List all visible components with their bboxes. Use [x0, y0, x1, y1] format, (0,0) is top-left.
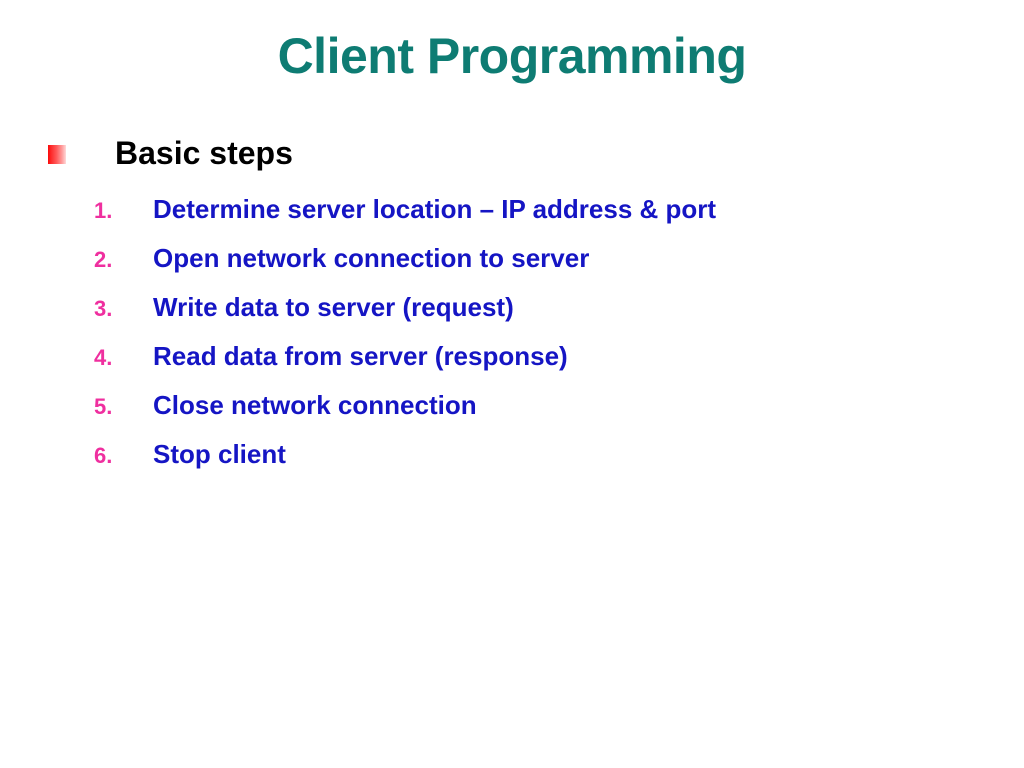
list-item-label: Close network connection [153, 390, 477, 420]
list-item-label: Stop client [153, 439, 286, 469]
list-item: 2. Open network connection to server [94, 245, 974, 294]
red-gradient-square-bullet-icon [48, 145, 66, 165]
list-item-number: 5. [94, 394, 113, 419]
list-item-number: 3. [94, 296, 113, 321]
list-item-number: 4. [94, 345, 113, 370]
basic-steps-label: Basic steps [115, 135, 293, 171]
list-item-number: 2. [94, 247, 113, 272]
list-item-label: Open network connection to server [153, 243, 590, 273]
list-item: 3. Write data to server (request) [94, 294, 974, 343]
list-item-label: Write data to server (request) [153, 292, 514, 322]
list-item: 4. Read data from server (response) [94, 343, 974, 392]
list-item: 6. Stop client [94, 441, 974, 490]
list-item: 5. Close network connection [94, 392, 974, 441]
basic-steps-heading: Basic steps [48, 135, 293, 171]
steps-ordered-list: 1. Determine server location – IP addres… [94, 196, 974, 490]
list-item: 1. Determine server location – IP addres… [94, 196, 974, 245]
list-item-number: 6. [94, 443, 113, 468]
list-item-number: 1. [94, 198, 113, 223]
list-item-label: Read data from server (response) [153, 341, 568, 371]
list-item-label: Determine server location – IP address &… [153, 194, 717, 224]
page-title: Client Programming [277, 28, 747, 84]
